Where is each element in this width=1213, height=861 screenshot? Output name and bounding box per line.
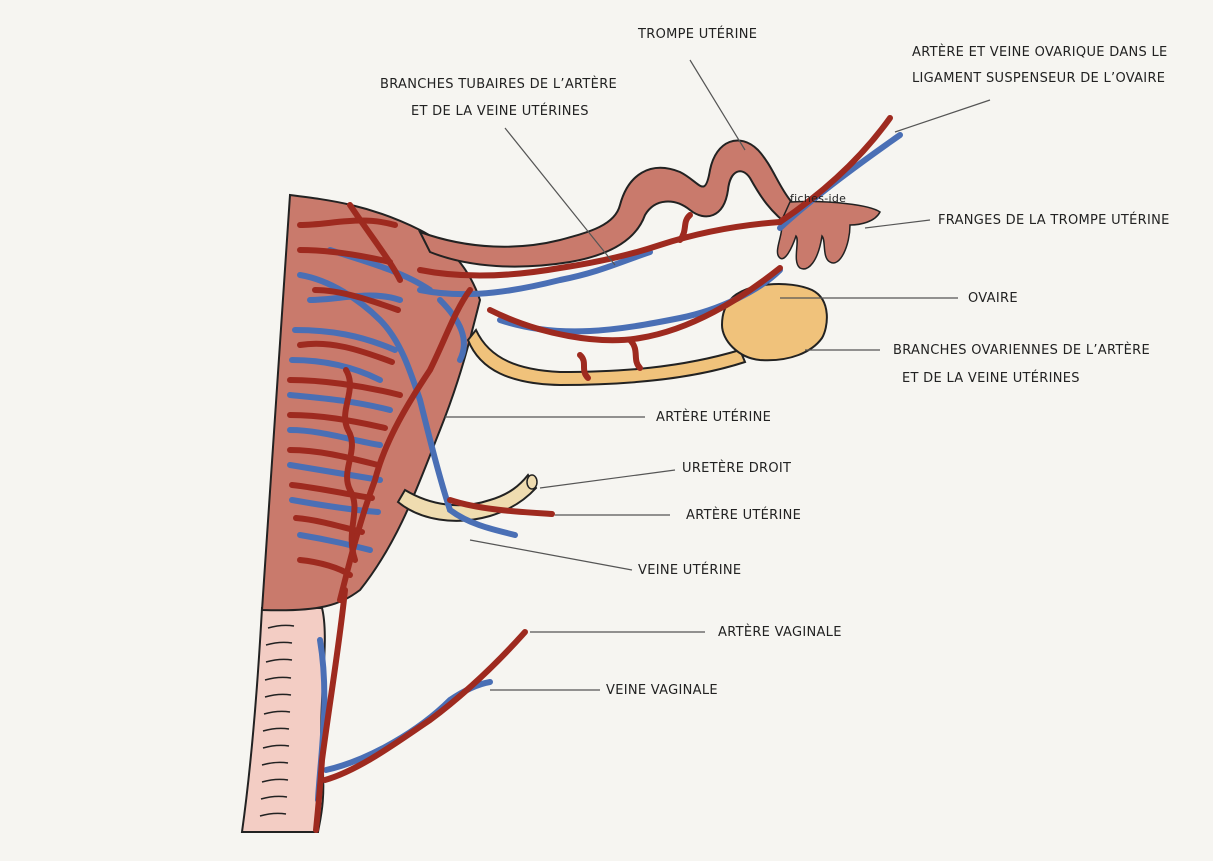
label-ovaire: OVAIRE [968, 290, 1018, 308]
label-trompe-uterine: TROMPE UTÉRINE [638, 26, 757, 44]
label-veine-vaginale: VEINE VAGINALE [606, 682, 718, 700]
label-branches-ovariennes-line1: BRANCHES OVARIENNES DE L’ARTÈRE [893, 342, 1150, 360]
label-artere-uterine-2: ARTÈRE UTÉRINE [686, 507, 801, 525]
fallopian-tube [420, 140, 800, 266]
label-branches-tubaires-line1: BRANCHES TUBAIRES DE L’ARTÈRE [380, 76, 617, 94]
label-franges: FRANGES DE LA TROMPE UTÉRINE [938, 212, 1170, 230]
label-artere-uterine-1: ARTÈRE UTÉRINE [656, 409, 771, 427]
label-uretere-droit: URETÈRE DROIT [682, 460, 791, 478]
label-branches-ovariennes-line2: ET DE LA VEINE UTÉRINES [902, 370, 1080, 388]
label-veine-uterine: VEINE UTÉRINE [638, 562, 741, 580]
watermark: fiches-ide [790, 190, 846, 208]
label-artere-vaginale: ARTÈRE VAGINALE [718, 624, 842, 642]
label-artere-ovarique-line1: ARTÈRE ET VEINE OVARIQUE DANS LE [912, 44, 1168, 62]
label-artere-ovarique-line2: LIGAMENT SUSPENSEUR DE L’OVAIRE [912, 70, 1165, 88]
label-branches-tubaires-line2: ET DE LA VEINE UTÉRINES [411, 103, 589, 121]
